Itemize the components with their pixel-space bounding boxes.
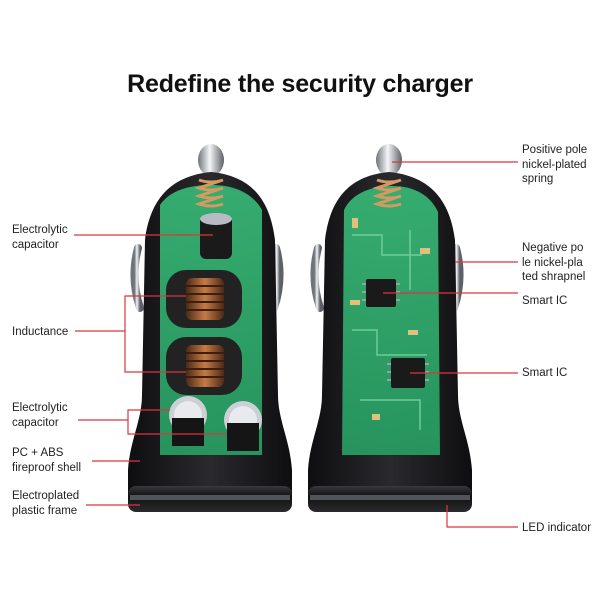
left-tip [198, 144, 224, 176]
left-charger [128, 144, 292, 512]
left-side-clip-left [130, 244, 144, 312]
leader-capacitor-bottom [78, 409, 226, 435]
leader-lines [74, 161, 518, 528]
label-positive-spring: Positive pole nickel-plated spring [522, 144, 588, 185]
leader-led-indicator [446, 505, 518, 528]
smart-ic-chip-2 [391, 358, 425, 388]
smart-ic-chip-1 [366, 279, 396, 307]
left-capacitors-bottom [169, 396, 262, 451]
label-fireproof-shell: PC + ABS fireproof shell [12, 447, 82, 474]
left-inductor-bottom [166, 337, 242, 395]
right-tip [376, 144, 402, 176]
leader-inductance [75, 295, 186, 373]
right-spring [372, 178, 402, 208]
left-capacitor-top [200, 215, 232, 259]
label-plastic-frame: Electroplated plastic frame [12, 490, 80, 517]
label-electrolytic-capacitor-top: Electrolytic capacitor [12, 224, 68, 251]
label-smart-ic-2: Smart IC [522, 367, 568, 379]
left-spring [194, 178, 224, 208]
label-inductance: Inductance [12, 326, 69, 338]
label-negative-shrapnel: Negative po le nickel-pla ted shrapnel [522, 242, 586, 283]
label-led-indicator: LED indicator [522, 522, 592, 534]
right-side-clip-left [310, 244, 324, 312]
label-electrolytic-capacitor-bottom: Electrolytic capacitor [12, 402, 68, 429]
right-charger [308, 144, 472, 512]
page-title: Redefine the security charger [127, 70, 473, 98]
label-smart-ic-1: Smart IC [522, 295, 568, 307]
left-inductor-top [166, 270, 242, 328]
